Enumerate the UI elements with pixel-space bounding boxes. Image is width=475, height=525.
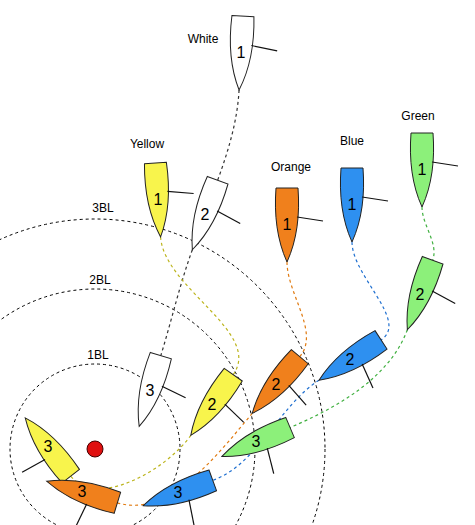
boat-shape: 1	[312, 165, 392, 245]
boat-number: 1	[237, 45, 246, 61]
boat-number: 3	[252, 434, 261, 450]
track-line	[161, 250, 193, 356]
zone-label: 1BL	[85, 349, 110, 362]
boat-number: 3	[174, 485, 183, 501]
zone-circle	[0, 219, 325, 525]
boat-shape: 3	[138, 453, 218, 525]
boat-number: 1	[283, 217, 292, 233]
boat-number: 2	[416, 287, 425, 303]
track-line	[287, 262, 306, 357]
boat-shape: 1	[201, 13, 281, 93]
boat-shape: 3	[8, 407, 88, 487]
boat-shape: 3	[216, 402, 296, 482]
boat-number: 3	[146, 383, 155, 399]
boat-shape: 2	[236, 345, 316, 425]
boat-shape: 3	[110, 351, 190, 431]
boat-name: Green	[399, 110, 436, 123]
boat-number: 2	[346, 352, 355, 368]
track-line	[290, 330, 407, 428]
track-line	[161, 237, 239, 375]
boat-shape: 2	[172, 365, 252, 445]
track-line	[71, 435, 191, 488]
boat-shape: 2	[165, 175, 245, 255]
boat-shape: 2	[380, 255, 460, 335]
zone-label: 3BL	[90, 202, 115, 215]
boat-number: 2	[272, 377, 281, 393]
boat-number: 2	[201, 207, 210, 223]
boat-name: White	[186, 33, 221, 46]
track-line	[352, 242, 389, 340]
track-line	[422, 207, 434, 260]
boat-name: Orange	[269, 161, 313, 174]
boat-name: Yellow	[128, 138, 166, 151]
boat-number: 1	[348, 197, 357, 213]
boat-number: 3	[44, 439, 53, 455]
zone-circle	[0, 289, 255, 525]
boat-number: 3	[78, 484, 87, 500]
zone-label: 2BL	[87, 274, 112, 287]
boat-number: 2	[208, 397, 217, 413]
boat-shape: 2	[310, 320, 390, 400]
boat-shape: 1	[382, 130, 462, 210]
boat-shape: 1	[118, 160, 198, 240]
boat-shape: 1	[247, 185, 327, 265]
boat-name: Blue	[338, 135, 366, 148]
boat-number: 1	[154, 192, 163, 208]
track-line	[218, 90, 239, 180]
mark-buoy	[87, 441, 103, 457]
boat-number: 1	[418, 162, 427, 178]
boat-shape: 3	[42, 452, 122, 525]
